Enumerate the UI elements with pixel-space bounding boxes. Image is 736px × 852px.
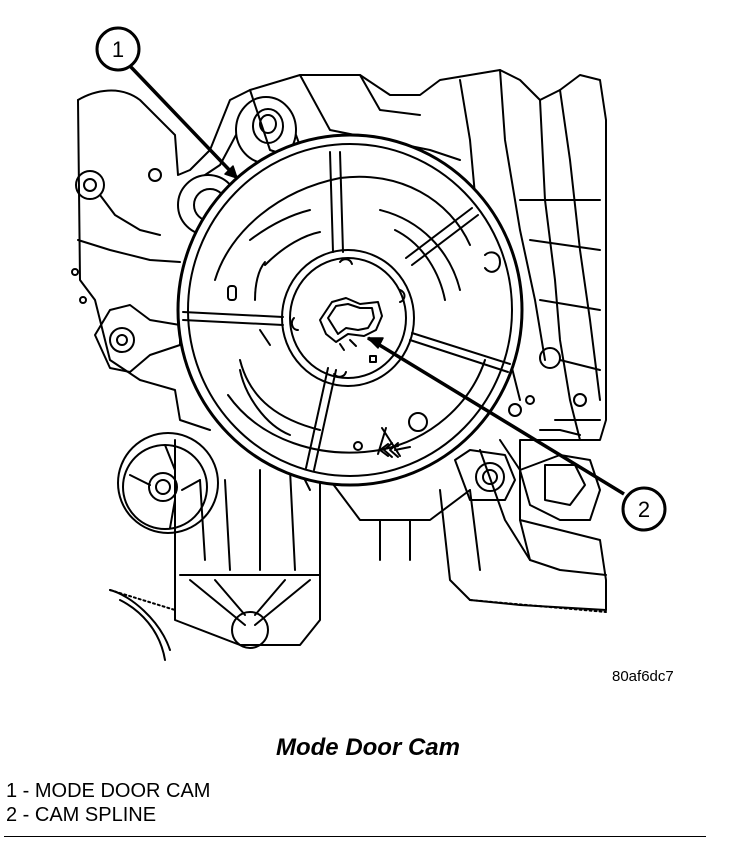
leader-line-1 — [128, 64, 239, 180]
legend-item-2: 2 - CAM SPLINE — [6, 804, 157, 826]
leader-line-2 — [367, 336, 625, 496]
leader-lines — [128, 64, 625, 496]
arrowhead-2 — [367, 337, 384, 349]
legend-item-1: 1 - MODE DOOR CAM — [6, 780, 211, 802]
left-pivot-post — [94, 304, 181, 373]
legend: 1 - MODE DOOR CAM 2 - CAM SPLINE — [6, 779, 210, 827]
figure-title: Mode Door Cam — [275, 734, 460, 761]
callout-1-number: 1 — [112, 37, 124, 62]
bottom-divider — [4, 836, 706, 837]
callout-2: 2 — [621, 486, 667, 532]
callout-2-number: 2 — [638, 497, 650, 522]
lower-left-pulley — [117, 432, 219, 534]
bottom-right-lug — [454, 449, 516, 501]
callout-1: 1 — [95, 26, 141, 72]
hvac-housing — [71, 69, 607, 661]
cam-spline — [319, 297, 383, 351]
arrowhead-1 — [224, 165, 238, 179]
image-code: 80af6dc7 — [612, 668, 674, 685]
mode-door-cam-illustration: 1 2 — [71, 26, 667, 661]
